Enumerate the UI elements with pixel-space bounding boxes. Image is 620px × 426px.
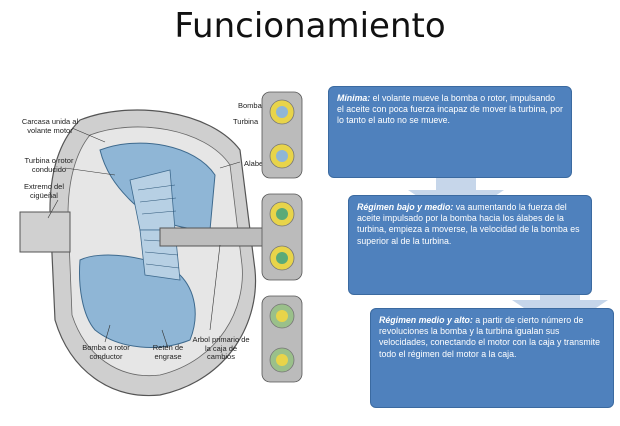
step-heading: Régimen medio y alto: <box>379 315 473 325</box>
label-turbina: Turbina <box>233 117 259 126</box>
converter-states-illustration <box>261 91 303 383</box>
label-arbol-primario: Arbol primario de la caja de cambios <box>192 335 250 361</box>
label-turbina-rotor: Turbina o rotor conducido <box>24 156 74 174</box>
flow-arrow-2 <box>512 270 608 332</box>
step-text: el volante mueve la bomba o rotor, impul… <box>337 93 563 126</box>
flow-arrow-1 <box>408 160 504 222</box>
step-box-low-mid: Régimen bajo y medio: va aumentando la f… <box>348 195 592 295</box>
label-alabe: Alabe <box>244 159 264 168</box>
step-text: va aumentando la fuerza del aceite impul… <box>357 202 580 246</box>
step-text: a partir de cierto número de revolucione… <box>379 315 601 359</box>
label-bomba-rotor: Bomba o rotor conductor <box>82 343 130 361</box>
label-carcasa: Carcasa unida al volante motor <box>21 117 79 135</box>
state-high <box>261 295 303 383</box>
state-mid <box>261 193 303 281</box>
step-box-minimum: Mínima: el volante mueve la bomba o roto… <box>328 86 572 178</box>
label-bomba: Bomba <box>238 101 262 110</box>
label-reten-engrase: Retén de engrase <box>152 343 184 361</box>
step-heading: Régimen bajo y medio: <box>357 202 454 212</box>
step-heading: Mínima: <box>337 93 371 103</box>
label-extremo-ciguenal: Extremo del cigüeñal <box>23 182 65 200</box>
slide-title: Funcionamiento <box>174 6 446 46</box>
torque-converter-illustration <box>19 109 293 397</box>
step-box-mid-high: Régimen medio y alto: a partir de cierto… <box>370 308 614 408</box>
state-minimum <box>261 91 303 179</box>
